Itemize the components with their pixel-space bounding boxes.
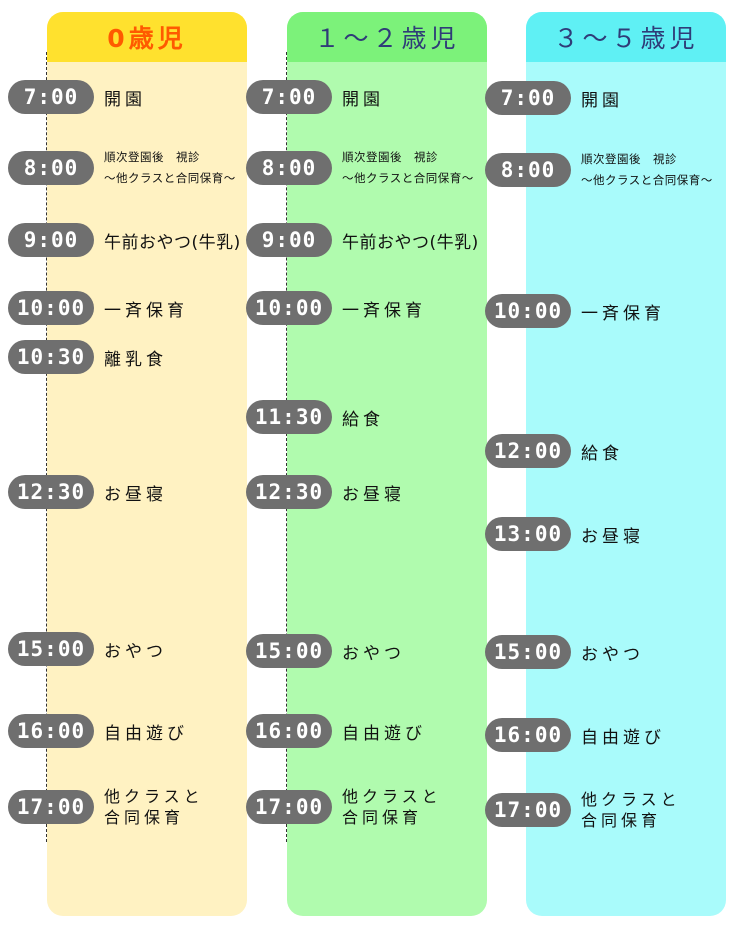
activity-line: 自由遊び	[581, 727, 665, 748]
activity-label: おやつ	[104, 632, 254, 666]
activity-line: 午前おやつ(牛乳)	[104, 232, 241, 253]
time-badge: 8:00	[485, 153, 571, 187]
activity-line: 自由遊び	[104, 723, 188, 744]
activity-line: おやつ	[342, 643, 405, 664]
timeline-dashed-line	[46, 52, 47, 842]
activity-line: ～他クラスと合同保育～	[104, 171, 236, 185]
activity-label: 他クラスと合同保育	[342, 787, 492, 827]
activity-line: 合同保育	[104, 808, 185, 827]
activity-line: 自由遊び	[342, 723, 426, 744]
activity-line: 一斉保育	[581, 303, 665, 324]
activity-line: おやつ	[581, 644, 644, 665]
column-title: 0歳児	[47, 12, 247, 62]
activity-line: 開園	[342, 89, 384, 110]
activity-line: 合同保育	[342, 808, 423, 827]
activity-label: お昼寝	[104, 475, 254, 509]
activity-label: 自由遊び	[581, 718, 730, 752]
activity-line: お昼寝	[104, 484, 167, 505]
time-badge: 16:00	[8, 714, 94, 748]
time-badge: 10:00	[8, 291, 94, 325]
activity-label: 開園	[342, 80, 492, 114]
time-badge: 9:00	[8, 223, 94, 257]
time-badge: 15:00	[485, 635, 571, 669]
activity-line: 順次登園後 視診	[104, 150, 200, 164]
activity-line: 開園	[104, 89, 146, 110]
time-badge: 10:30	[8, 340, 94, 374]
activity-line: 他クラスと	[104, 787, 204, 806]
time-badge: 7:00	[8, 80, 94, 114]
activity-label: 自由遊び	[104, 714, 254, 748]
time-badge: 8:00	[246, 151, 332, 185]
time-badge: 12:30	[246, 475, 332, 509]
activity-label: 開園	[581, 81, 730, 115]
activity-line: お昼寝	[581, 526, 644, 547]
activity-label: 給食	[342, 400, 492, 434]
activity-label: 他クラスと合同保育	[104, 787, 254, 827]
activity-label: 他クラスと合同保育	[581, 790, 730, 830]
activity-label: お昼寝	[342, 475, 492, 509]
activity-label: 午前おやつ(牛乳)	[104, 223, 254, 257]
time-badge: 10:00	[246, 291, 332, 325]
activity-line: 一斉保育	[104, 300, 188, 321]
activity-line: 給食	[581, 443, 623, 464]
activity-label: 離乳食	[104, 340, 254, 374]
activity-line: おやつ	[104, 641, 167, 662]
activity-label: 一斉保育	[581, 294, 730, 328]
activity-label: 順次登園後 視診 ～他クラスと合同保育～	[581, 152, 730, 187]
time-badge: 15:00	[8, 632, 94, 666]
activity-label: 開園	[104, 80, 254, 114]
column-title: ３～５歳児	[526, 12, 726, 62]
activity-line: 午前おやつ(牛乳)	[342, 232, 479, 253]
time-badge: 7:00	[246, 80, 332, 114]
time-badge: 16:00	[246, 714, 332, 748]
activity-line: 給食	[342, 409, 384, 430]
activity-label: 順次登園後 視診 ～他クラスと合同保育～	[104, 150, 254, 185]
time-badge: 7:00	[485, 81, 571, 115]
activity-label: おやつ	[581, 635, 730, 669]
activity-line: ～他クラスと合同保育～	[581, 173, 713, 187]
time-badge: 17:00	[485, 793, 571, 827]
activity-line: 順次登園後 視診	[342, 150, 438, 164]
activity-label: 一斉保育	[104, 291, 254, 325]
activity-label: お昼寝	[581, 517, 730, 551]
timeline-dashed-line	[286, 52, 287, 842]
activity-label: おやつ	[342, 634, 492, 668]
activity-line: 離乳食	[104, 349, 167, 370]
time-badge: 10:00	[485, 294, 571, 328]
time-badge: 15:00	[246, 634, 332, 668]
time-badge: 13:00	[485, 517, 571, 551]
activity-line: 一斉保育	[342, 300, 426, 321]
activity-line: 他クラスと	[581, 790, 681, 809]
activity-label: 一斉保育	[342, 291, 492, 325]
activity-label: 給食	[581, 434, 730, 468]
time-badge: 16:00	[485, 718, 571, 752]
time-badge: 17:00	[246, 790, 332, 824]
activity-label: 午前おやつ(牛乳)	[342, 223, 492, 257]
time-badge: 17:00	[8, 790, 94, 824]
activity-line: 順次登園後 視診	[581, 152, 677, 166]
activity-line: 合同保育	[581, 811, 662, 830]
column-title: １～２歳児	[287, 12, 487, 62]
time-badge: 8:00	[8, 151, 94, 185]
activity-label: 順次登園後 視診 ～他クラスと合同保育～	[342, 150, 492, 185]
time-badge: 12:00	[485, 434, 571, 468]
activity-line: ～他クラスと合同保育～	[342, 171, 474, 185]
time-badge: 9:00	[246, 223, 332, 257]
activity-line: 他クラスと	[342, 787, 442, 806]
activity-label: 自由遊び	[342, 714, 492, 748]
time-badge: 11:30	[246, 400, 332, 434]
activity-line: 開園	[581, 90, 623, 111]
time-badge: 12:30	[8, 475, 94, 509]
activity-line: お昼寝	[342, 484, 405, 505]
